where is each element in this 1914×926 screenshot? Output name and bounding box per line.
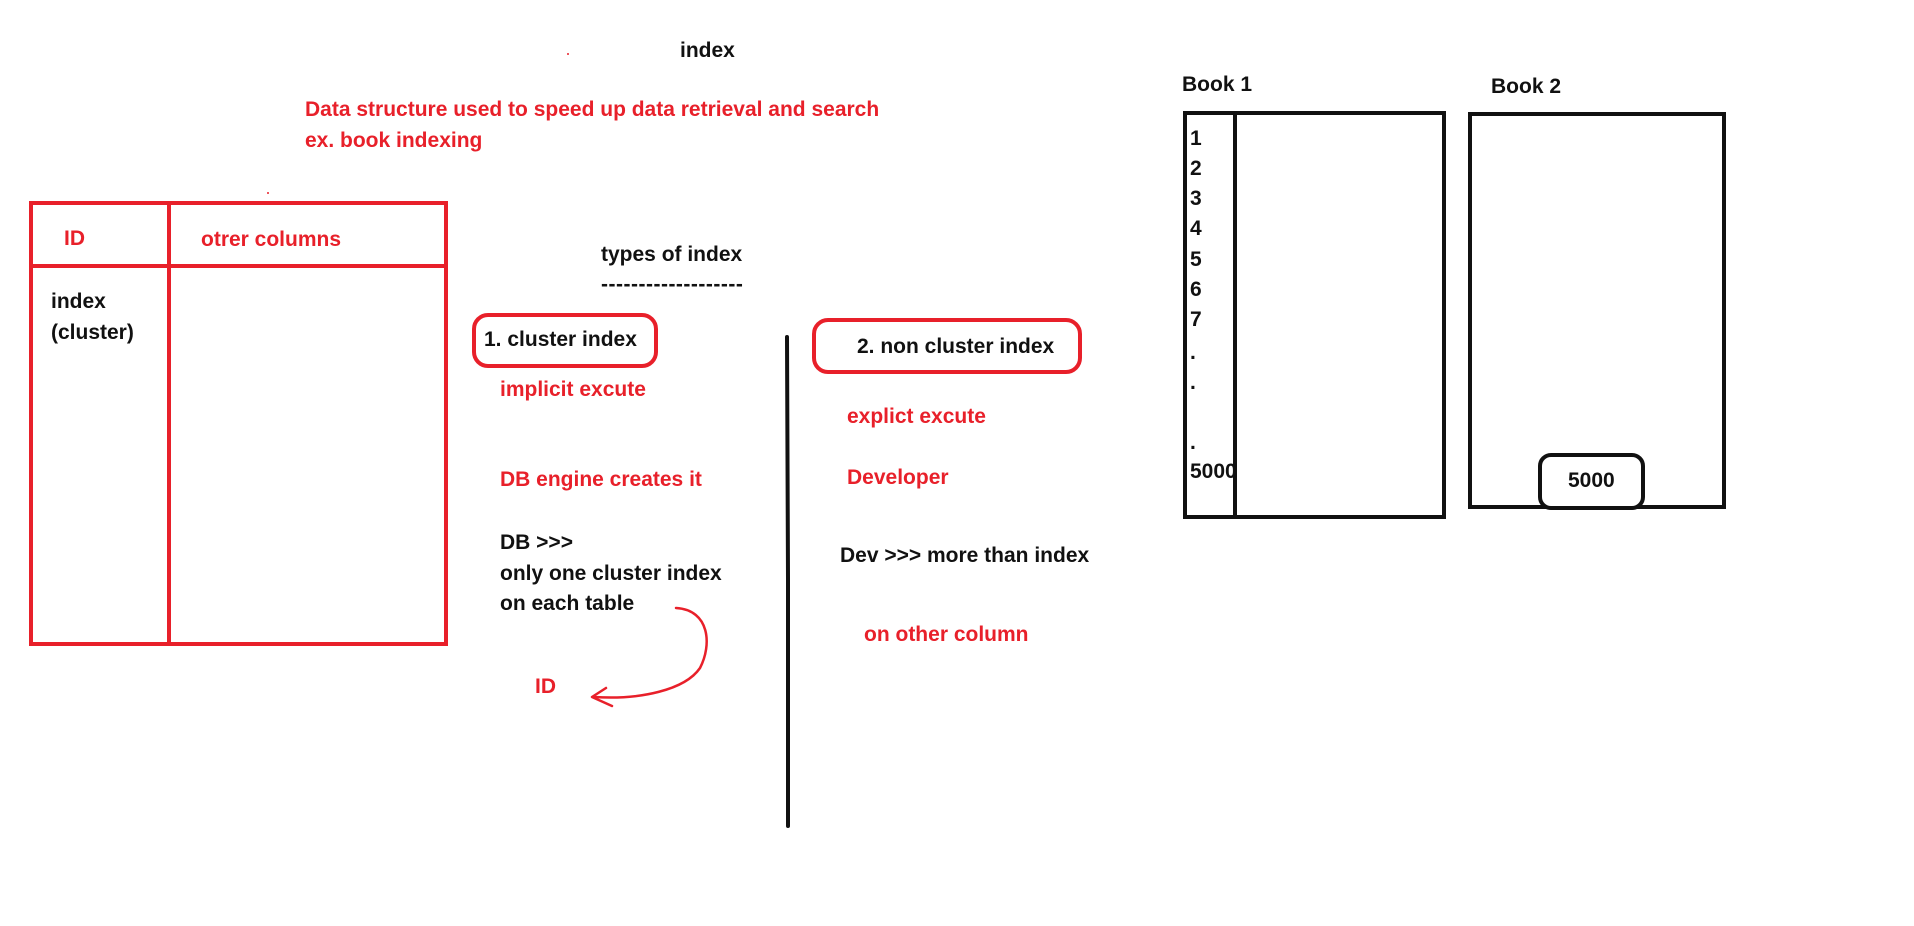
non-cluster-dev-line: Dev >>> more than index: [840, 544, 1090, 567]
cluster-db-line-3: on each table: [500, 592, 635, 615]
curved-arrow: [592, 606, 708, 699]
book1-outline: [1183, 111, 1446, 519]
non-cluster-note-developer: Developer: [847, 466, 949, 489]
table-outline: [29, 201, 448, 646]
definition-line-2: ex. book indexing: [305, 129, 483, 152]
book1-page-number: 2: [1190, 157, 1202, 180]
book1-page-number: 6: [1190, 278, 1202, 301]
book1-page-number: 5: [1190, 248, 1202, 271]
cluster-note-engine: DB engine creates it: [500, 468, 702, 491]
table-column-divider: [167, 201, 171, 646]
table-col2-header: otrer columns: [201, 228, 342, 251]
arrow-head: [590, 686, 614, 708]
book2-outline: [1468, 112, 1726, 509]
book1-page-number: 1: [1190, 127, 1202, 150]
book1-spine: [1233, 111, 1237, 519]
cluster-index-outline: [472, 313, 658, 368]
cluster-note-implicit: implicit excute: [500, 378, 646, 401]
book2-page-label: 5000: [1568, 469, 1615, 492]
non-cluster-note-explicit: explict excute: [847, 405, 986, 428]
stray-dot-1: [567, 53, 569, 55]
non-cluster-note-column: on other column: [864, 623, 1029, 646]
table-header-divider: [29, 264, 448, 268]
table-col1-header: ID: [64, 227, 85, 250]
definition-line-1: Data structure used to speed up data ret…: [305, 98, 880, 121]
book1-page-number: 5000: [1190, 460, 1237, 483]
types-heading: types of index: [601, 243, 743, 266]
table-cell-line-2: (cluster): [51, 321, 134, 344]
book1-page-number: .: [1190, 431, 1196, 454]
book1-page-number: 4: [1190, 217, 1202, 240]
cluster-db-line-1: DB >>>: [500, 531, 573, 554]
column-separator-line: [785, 335, 790, 828]
table-cell-line-1: index: [51, 290, 106, 313]
cluster-index-label: 1. cluster index: [484, 328, 637, 351]
book2-page-badge: [1538, 453, 1645, 510]
book1-page-number: .: [1190, 371, 1196, 394]
book2-title: Book 2: [1491, 75, 1562, 98]
book1-title: Book 1: [1182, 73, 1253, 96]
page-title: index: [680, 39, 735, 62]
non-cluster-index-label: 2. non cluster index: [857, 335, 1055, 358]
non-cluster-index-outline: [812, 318, 1082, 374]
cluster-db-line-2: only one cluster index: [500, 562, 722, 585]
types-heading-underline: -------------------: [601, 273, 744, 296]
cluster-id-label: ID: [535, 675, 556, 698]
stray-dot-2: [267, 192, 269, 194]
book1-page-number: .: [1190, 341, 1196, 364]
book1-page-number: 7: [1190, 308, 1202, 331]
book1-page-number: 3: [1190, 187, 1202, 210]
